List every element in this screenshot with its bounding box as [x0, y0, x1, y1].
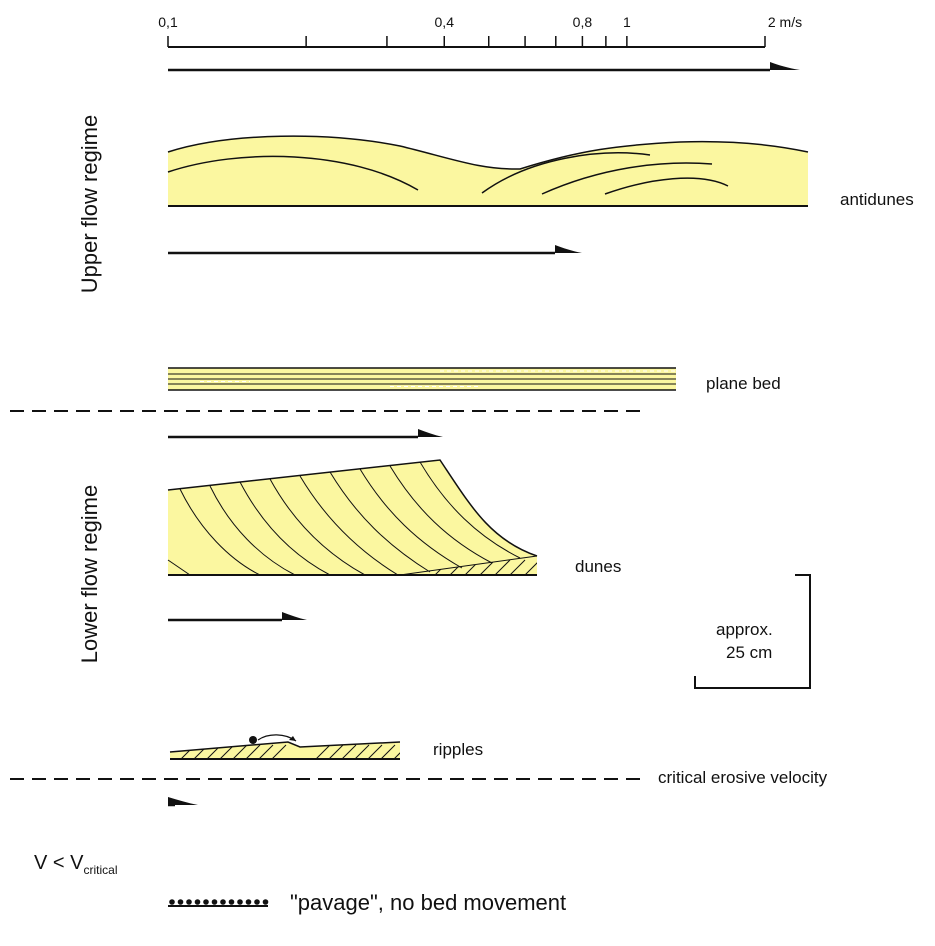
plane-bed-label: plane bed [706, 374, 781, 393]
scale-bar [694, 574, 811, 689]
pavage-grain [228, 899, 235, 905]
sand-grain-icon [249, 736, 257, 744]
pavage-grain [254, 899, 260, 905]
antidunes-label: antidunes [840, 190, 914, 209]
ripples-diagram [169, 734, 401, 760]
scale-tick-label: 0,8 [572, 14, 593, 30]
pavage-grain [177, 899, 184, 905]
critical-velocity-label: critical erosive velocity [658, 768, 828, 787]
velocity-scale-ticks [167, 36, 766, 47]
pavage-grain [186, 899, 192, 905]
pavage-grain [237, 899, 243, 905]
velocity-condition-main: V < V [34, 852, 84, 874]
velocity-condition-subscript: critical [83, 863, 118, 877]
dunes-diagram [167, 459, 538, 576]
lower-flow-regime-label: Lower flow regime [77, 484, 102, 664]
flow-arrow-critical [168, 797, 198, 807]
flow-arrow-dunes [168, 612, 307, 622]
pavage-grain [211, 899, 218, 905]
pavage-grain [194, 899, 201, 905]
velocity-condition-label: V < Vcritical [34, 852, 118, 877]
pavage-grain [203, 899, 209, 905]
flow-arrow-plane-bed [168, 429, 443, 439]
scale-bar-label-line2: 25 cm [726, 643, 773, 662]
pavage-grain [262, 899, 269, 905]
flow-arrow-top [168, 62, 800, 72]
scale-bar-label-line1: approx. [716, 620, 773, 639]
pavage-grain [245, 899, 252, 905]
pavage-grain [220, 899, 226, 905]
plane-bed-diagram [168, 367, 676, 391]
scale-tick-label: 1 [622, 14, 631, 30]
scale-tick-label: 2 m/s [767, 14, 803, 30]
flow-arrow-antidunes [168, 245, 582, 255]
scale-tick-label: 0,1 [158, 14, 178, 30]
pavage-label: "pavage", no bed movement [290, 890, 567, 915]
scale-tick-label: 0,4 [434, 14, 454, 30]
dunes-label: dunes [575, 557, 622, 576]
upper-flow-regime-label: Upper flow regime [77, 114, 102, 294]
ripples-label: ripples [433, 740, 484, 759]
pavage-icon [168, 899, 269, 907]
velocity-scale [167, 36, 766, 48]
antidunes-diagram [167, 135, 809, 207]
pavage-grain [169, 899, 175, 905]
